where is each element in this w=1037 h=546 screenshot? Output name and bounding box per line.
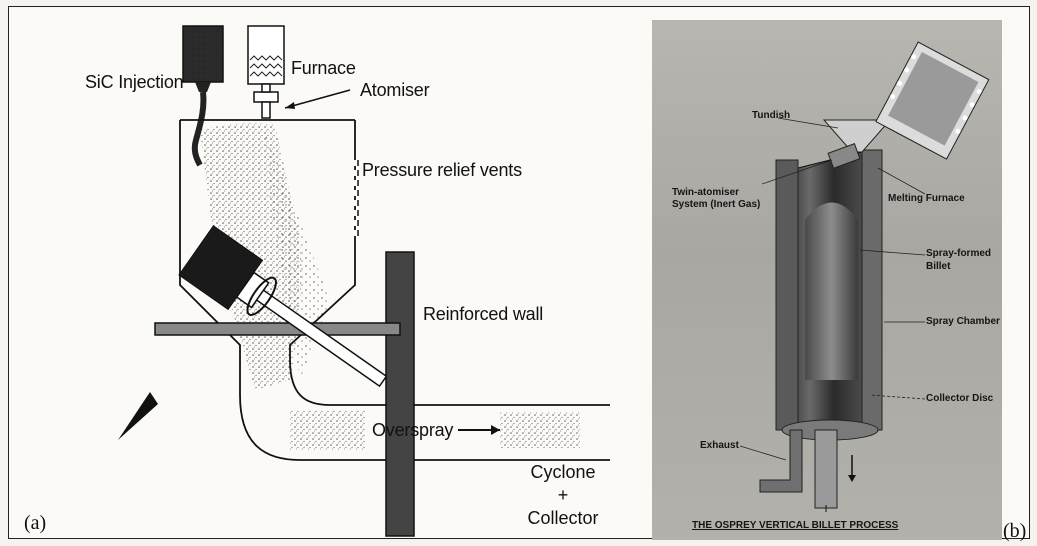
- reinforced-wall-post: [386, 252, 414, 536]
- label-twin-atomiser-system: System (Inert Gas): [672, 199, 760, 210]
- panel-letter-a: (a): [24, 512, 46, 535]
- reinforced-wall-beam: [155, 323, 400, 335]
- label-reinforced-wall: Reinforced wall: [423, 304, 543, 325]
- label-pressure-relief-vents: Pressure relief vents: [362, 160, 522, 181]
- label-atomiser: Atomiser: [360, 80, 429, 101]
- label-furnace: Furnace: [291, 58, 356, 79]
- label-twin-atomiser: Twin-atomiser: [672, 187, 739, 198]
- label-spray-chamber: Spray Chamber: [926, 316, 1000, 327]
- panel-letter-b: (b): [1003, 520, 1026, 543]
- label-exhaust: Exhaust: [700, 440, 739, 451]
- furnace-crucible: [248, 26, 284, 118]
- overspray-particles: [290, 410, 365, 450]
- atomiser-pointer: [285, 90, 350, 108]
- label-plus: +: [518, 485, 608, 506]
- label-sic-injection: SiC Injection: [85, 72, 183, 93]
- label-tundish: Tundish: [752, 110, 790, 121]
- label-cyclone: Cyclone: [518, 462, 608, 483]
- label-collector: Collector: [518, 508, 608, 529]
- label-overspray: Overspray: [372, 420, 453, 441]
- label-spray-formed: Spray-formed: [926, 248, 991, 259]
- label-billet: Billet: [926, 261, 950, 272]
- figure-caption-b: THE OSPREY VERTICAL BILLET PROCESS: [692, 520, 898, 531]
- label-melting-furnace: Melting Furnace: [888, 193, 965, 204]
- label-collector-disc: Collector Disc: [926, 393, 993, 404]
- withdrawal-arrow-icon: [118, 392, 158, 440]
